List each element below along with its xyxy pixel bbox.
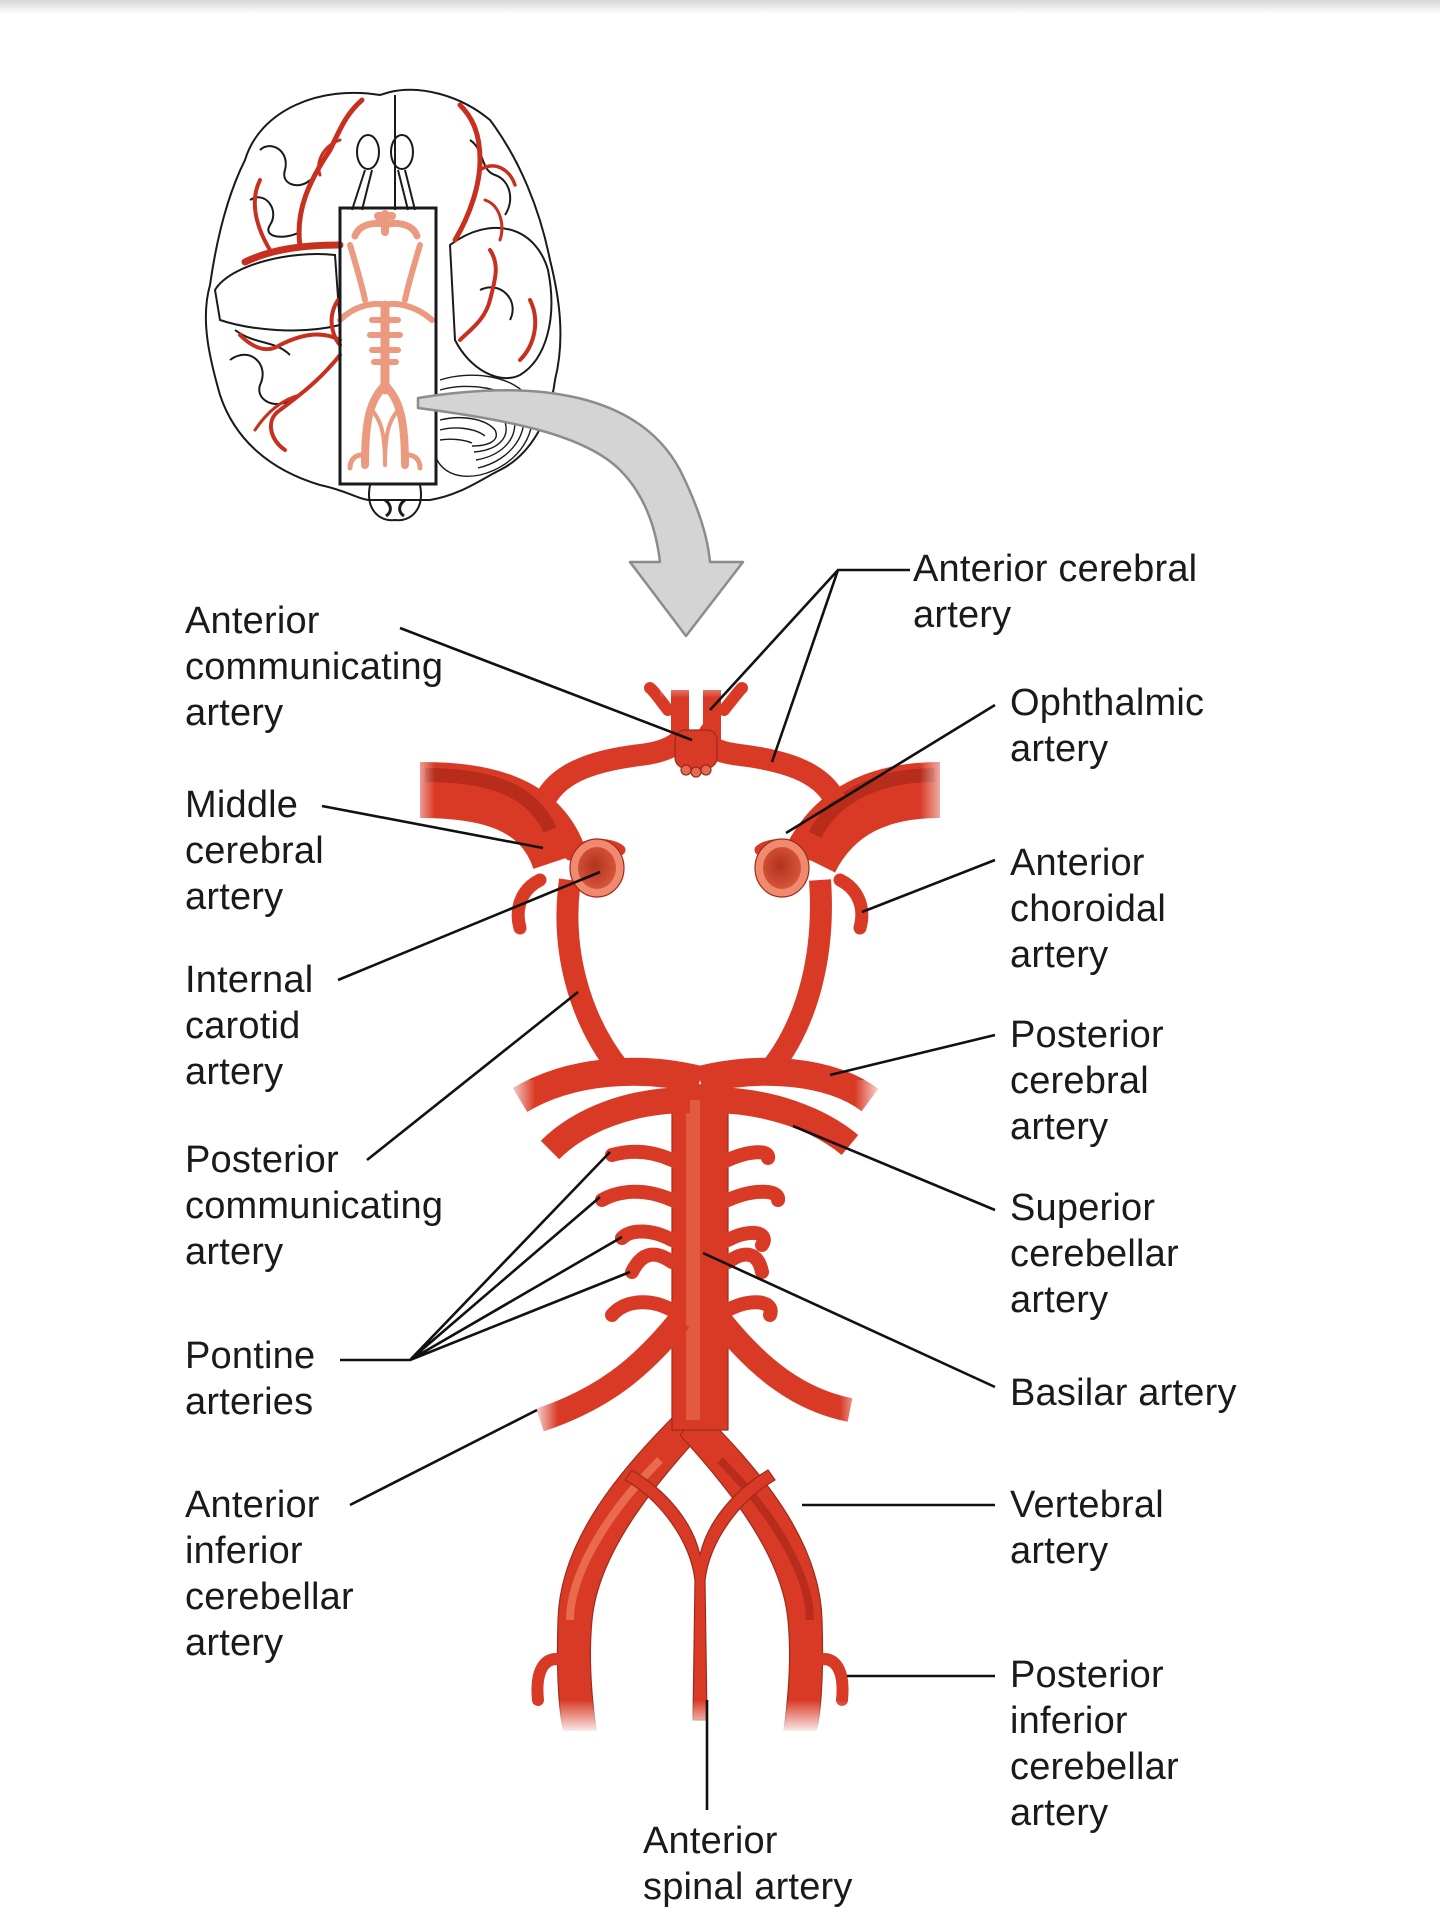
label-line: artery <box>913 594 1012 636</box>
label-line: Anterior <box>643 1820 778 1862</box>
label-anterior-choroidal-artery: Anterior choroidal artery <box>1010 840 1166 978</box>
leader-internal-carotid <box>337 870 601 982</box>
label-line: artery <box>1010 1530 1109 1572</box>
superior-cerebellar-left <box>540 1087 691 1160</box>
label-line: carotid <box>185 1005 301 1047</box>
leader-pontine <box>340 1151 631 1362</box>
label-line: communicating <box>185 646 444 688</box>
leader-lines <box>321 568 996 1810</box>
anterior-communicating-artery <box>674 729 718 778</box>
temporal-lobe-left <box>213 253 342 332</box>
leader-anterior-choroidal <box>861 858 996 914</box>
middle-cerebral-right <box>784 762 941 874</box>
posterior-communicating-right <box>761 879 832 1077</box>
label-posterior-communicating-artery: Posterior communicating artery <box>185 1137 443 1275</box>
label-line: artery <box>185 1231 284 1273</box>
label-line: communicating <box>185 1185 444 1227</box>
anterior-choroidal-right <box>833 873 869 935</box>
leader-basilar <box>702 1251 996 1389</box>
label-anterior-spinal-artery: Anterior spinal artery <box>643 1818 853 1910</box>
leader-ophthalmic <box>785 703 996 835</box>
label-pontine-arteries: Pontine arteries <box>185 1333 315 1425</box>
leader-superior-cerebellar <box>792 1124 996 1212</box>
label-line: artery <box>1010 934 1109 976</box>
label-line: Vertebral <box>1010 1484 1164 1526</box>
leader-posterior-communicating <box>366 990 579 1162</box>
zoom-arrow <box>416 389 745 638</box>
label-line: Anterior <box>185 600 320 642</box>
label-line: Middle <box>185 784 299 826</box>
label-anterior-communicating-artery: Anterior communicating artery <box>185 598 443 736</box>
inset-highlight-box <box>338 206 438 486</box>
label-line: Pontine <box>185 1335 316 1377</box>
leader-middle-cerebral <box>321 804 544 850</box>
temporal-lobe-right <box>448 226 553 380</box>
label-line: Anterior <box>1010 842 1145 884</box>
label-line: artery <box>1010 1279 1109 1321</box>
olfactory-bulb-right <box>390 134 414 170</box>
label-line: cerebellar <box>1010 1233 1179 1275</box>
label-middle-cerebral-artery: Middle cerebral artery <box>185 782 324 920</box>
label-anterior-cerebral-artery: Anterior cerebral artery <box>913 546 1197 638</box>
label-line: cerebral <box>1010 1060 1149 1102</box>
label-line: Anterior <box>185 1484 320 1526</box>
anterior-spinal-artery <box>624 1469 776 1721</box>
pica-left <box>531 1653 568 1706</box>
brain-inset <box>204 88 562 522</box>
pica-right <box>812 1653 849 1706</box>
label-vertebral-artery: Vertebral artery <box>1010 1482 1164 1574</box>
leader-anterior-communicating <box>399 626 693 742</box>
posterior-cerebral-left <box>512 1057 704 1113</box>
label-line: choroidal <box>1010 888 1167 930</box>
label-line: artery <box>1010 728 1109 770</box>
anterior-choroidal-left <box>511 873 547 935</box>
posterior-cerebral-right <box>696 1057 879 1112</box>
aica-left <box>536 1312 690 1432</box>
posterior-communicating-left <box>556 878 629 1077</box>
label-line: artery <box>185 876 284 918</box>
anterior-cerebral-right <box>697 723 845 806</box>
label-line: Superior <box>1010 1187 1156 1229</box>
brainstem <box>368 484 422 522</box>
leader-posterior-cerebral <box>829 1033 996 1077</box>
label-anterior-inferior-cerebellar-artery: Anterior inferior cerebellar artery <box>185 1482 354 1666</box>
label-line: spinal artery <box>643 1866 853 1908</box>
label-line: cerebellar <box>1010 1746 1179 1788</box>
pontine-arteries <box>595 1144 785 1322</box>
label-line: cerebral <box>185 830 324 872</box>
top-shadow <box>0 0 1440 14</box>
label-posterior-cerebral-artery: Posterior cerebral artery <box>1010 1012 1164 1150</box>
leader-anterior-cerebral <box>709 568 910 763</box>
inset-mini-arteries <box>337 210 435 471</box>
label-internal-carotid-artery: Internal carotid artery <box>185 957 313 1095</box>
olfactory-bulb-left <box>356 134 380 170</box>
leader-anterior-inferior-cerebellar <box>349 1408 538 1507</box>
label-line: artery <box>185 1051 284 1093</box>
main-arteries <box>419 682 941 1731</box>
label-line: cerebellar <box>185 1576 354 1618</box>
label-line: Ophthalmic <box>1010 682 1205 724</box>
label-line: Posterior <box>185 1139 339 1181</box>
middle-cerebral-left <box>419 762 587 871</box>
label-line: arteries <box>185 1381 314 1423</box>
label-posterior-inferior-cerebellar-artery: Posterior inferior cerebellar artery <box>1010 1652 1179 1836</box>
superior-cerebellar-right <box>709 1087 859 1156</box>
label-line: artery <box>185 1622 284 1664</box>
label-line: inferior <box>185 1530 303 1572</box>
label-line: artery <box>1010 1106 1109 1148</box>
label-line: Internal <box>185 959 314 1001</box>
label-line: Posterior <box>1010 1654 1164 1696</box>
label-line: artery <box>1010 1792 1109 1834</box>
label-line: inferior <box>1010 1700 1128 1742</box>
anterior-cerebral-left <box>535 724 698 806</box>
label-superior-cerebellar-artery: Superior cerebellar artery <box>1010 1185 1179 1323</box>
label-line: Anterior cerebral <box>913 548 1198 590</box>
brain-surface-arteries <box>238 97 538 452</box>
label-line: Posterior <box>1010 1014 1164 1056</box>
label-ophthalmic-artery: Ophthalmic artery <box>1010 680 1204 772</box>
aica-right <box>710 1312 853 1422</box>
label-line: Basilar artery <box>1010 1372 1237 1414</box>
label-line: artery <box>185 692 284 734</box>
label-basilar-artery: Basilar artery <box>1010 1370 1237 1416</box>
